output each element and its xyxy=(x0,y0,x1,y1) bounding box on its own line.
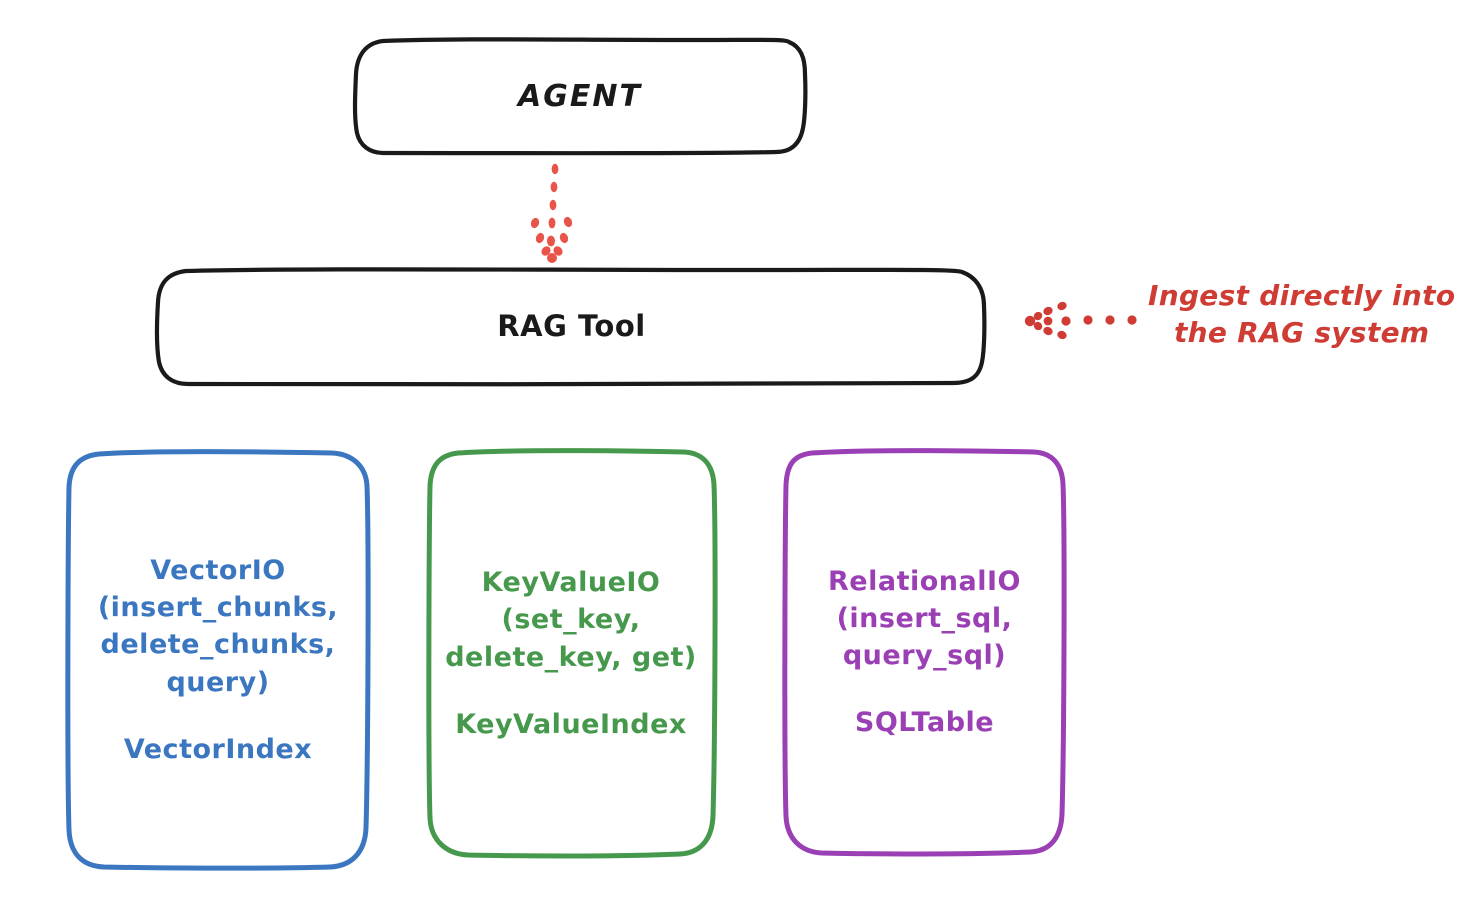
rag-tool-box[interactable] xyxy=(154,267,987,387)
keyvalue-io-box[interactable] xyxy=(426,448,718,859)
vector-io-box[interactable] xyxy=(65,449,371,871)
agent-box[interactable] xyxy=(352,37,808,156)
relational-io-box[interactable] xyxy=(782,448,1067,857)
ingest-arrow xyxy=(1024,301,1137,340)
agent-to-rag-arrow xyxy=(530,163,573,263)
